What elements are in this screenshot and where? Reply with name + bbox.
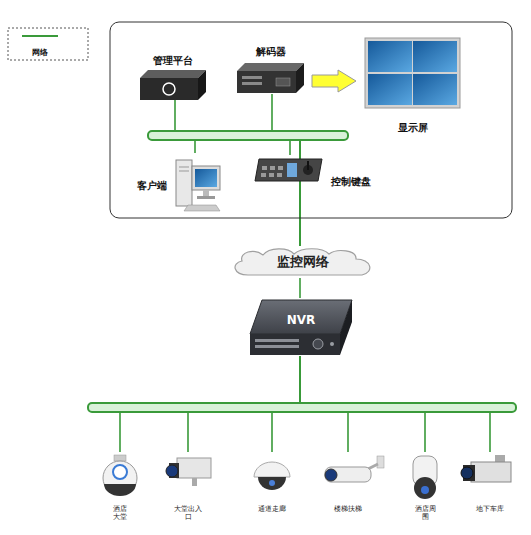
display-panel (368, 41, 412, 72)
camera-mount (114, 455, 126, 461)
nvr-front (250, 334, 340, 355)
device-top (237, 63, 304, 71)
device-panel (276, 78, 290, 86)
keyboard-key (269, 173, 274, 177)
network-link (299, 278, 301, 298)
camera: 酒店周围 (400, 452, 450, 528)
device-grill (242, 82, 262, 85)
display-panel (368, 74, 412, 105)
client-pc: 客户端 (132, 153, 222, 213)
keyboard-key (262, 166, 267, 170)
device-front (140, 78, 198, 100)
camera-body (471, 462, 511, 482)
signal-arrow (312, 70, 356, 92)
camera-mount (192, 478, 197, 486)
pc-monitor (192, 166, 220, 190)
node-label: 大堂出入口 (174, 505, 203, 521)
keyboard-lcd (287, 163, 297, 177)
network-link (290, 135, 300, 246)
display-panel (413, 41, 457, 72)
keyboard-key (261, 173, 266, 177)
camera-logo (113, 465, 127, 479)
connector-group (120, 70, 490, 452)
pc-slot (179, 167, 189, 168)
device-front (237, 71, 296, 93)
camera-body (103, 461, 137, 495)
pc-keyboard (184, 205, 220, 211)
nvr-top (250, 300, 352, 334)
node-label: 酒店周围 (414, 505, 436, 521)
camera: 地下车库 (465, 452, 515, 528)
management-platform: 管理平台 (138, 52, 208, 100)
display-wall: 显示屏 (362, 36, 463, 136)
keyboard-key (270, 166, 275, 170)
nvr-knob (313, 339, 323, 349)
camera-body (325, 467, 371, 482)
nvr-button (330, 342, 334, 346)
node-label: 地下车库 (470, 505, 510, 513)
nvr-side (340, 300, 352, 355)
control-keyboard: 控制键盘 (252, 155, 377, 187)
device-top (140, 70, 206, 78)
decoder: 解码器 (235, 44, 306, 94)
display-frame (365, 38, 460, 108)
node-label: 监控网络 (228, 255, 378, 270)
legend-text: 网络 (32, 48, 48, 57)
camera-cap (254, 462, 290, 477)
nvr-led-row (255, 339, 299, 342)
camera-mount (495, 455, 505, 462)
camera-lens (269, 480, 275, 486)
camera-lens (166, 465, 178, 477)
camera: 大堂出入口 (163, 452, 213, 528)
camera-body (177, 458, 211, 478)
node-label: 楼梯扶梯 (328, 505, 368, 513)
camera: 楼梯扶梯 (323, 452, 373, 528)
device-logo (163, 83, 175, 95)
device-grill (242, 76, 262, 79)
camera-dome (258, 477, 286, 490)
nvr-led-row (255, 345, 299, 348)
node-label: 客户端 (132, 180, 172, 192)
camera: 通道走廊 (247, 452, 297, 528)
node-label: 酒店大堂 (113, 505, 128, 521)
node-label: 通道走廊 (252, 505, 292, 513)
node-label: 控制键盘 (324, 176, 377, 188)
keyboard-key (278, 166, 283, 170)
network-cloud: 监控网络 (228, 246, 378, 278)
display-panel (413, 74, 457, 105)
network-bus (88, 403, 516, 412)
device-side (198, 70, 206, 100)
network-bus (148, 131, 348, 140)
legend-box (8, 28, 88, 60)
pc-screen (195, 169, 217, 187)
keyboard-body (255, 159, 322, 181)
device-side (296, 63, 304, 93)
pc-base (197, 196, 215, 199)
legend-entry: 网络 (14, 41, 66, 59)
keyboard-joystick (307, 161, 309, 170)
node-label: 管理平台 (138, 55, 208, 67)
node-label: NVR (250, 314, 352, 328)
pc-stand (203, 190, 209, 196)
nvr-recorder: NVR (250, 298, 352, 356)
camera-ball (414, 477, 436, 499)
legend-line-sample (22, 35, 58, 37)
network-link (175, 100, 300, 246)
camera-dome (104, 484, 136, 496)
pc-tower (176, 160, 192, 206)
camera-lens (325, 469, 337, 481)
camera-lens (421, 486, 429, 494)
camera-mount (377, 456, 384, 468)
camera-lens (461, 467, 473, 479)
camera: 酒店大堂 (95, 452, 145, 528)
node-label: 解码器 (235, 46, 306, 58)
control-center-frame (110, 22, 512, 218)
keyboard-key (277, 173, 282, 177)
pc-slot (179, 171, 189, 172)
node-label: 显示屏 (362, 122, 463, 134)
